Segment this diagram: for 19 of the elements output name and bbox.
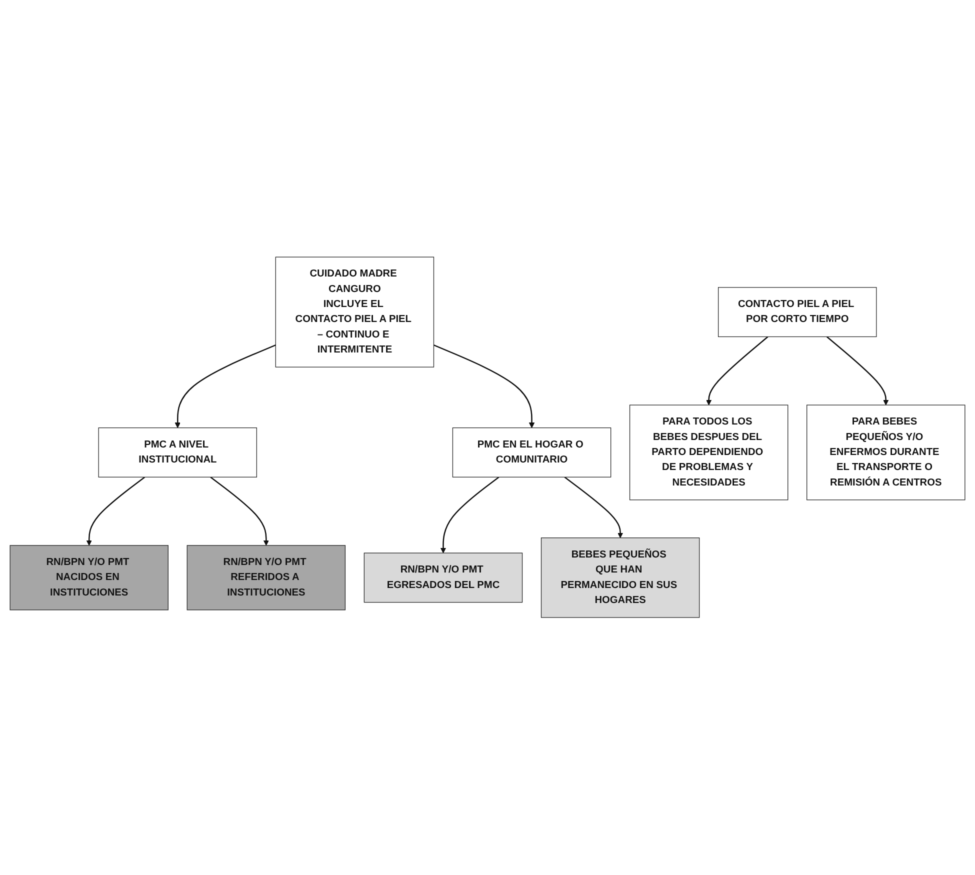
arrow xyxy=(564,476,624,538)
arrow xyxy=(210,476,269,546)
node-box xyxy=(275,256,434,368)
node-box xyxy=(452,428,612,478)
node-box xyxy=(806,404,966,500)
arrow xyxy=(440,476,500,554)
arrow xyxy=(174,344,276,428)
node-box xyxy=(10,545,168,610)
arrow xyxy=(706,336,768,406)
node-box xyxy=(629,404,788,500)
node-box xyxy=(718,287,877,338)
node-box xyxy=(364,552,523,603)
node-box xyxy=(186,545,346,610)
node-box xyxy=(540,538,700,618)
arrow xyxy=(434,344,535,428)
node-box xyxy=(98,428,257,478)
arrow xyxy=(826,336,889,406)
arrow xyxy=(86,476,146,546)
flowchart-diagram: CUIDADO MADRE CANGURO INCLUYE EL CONTACTO PIEL A PIEL – CONTINUO E INTERMITENTE PMC A NIVEL INSTITUCIONAL PMC EN EL HOGAR O COMUNITARIO RN/BPN Y/O PMT NACIDOS EN INSTITUCIONES RN/BPN Y/O PMT REFERIDOS A INSTITUCIONES RN/BPN Y/O PMT EGRESADOS DEL PMC BEBES PEQUEÑOS QUE HAN PERMANECIDO EN SUS HOGARES CONTACTO PIEL A PIEL POR CORTO TIEMPO PARA TODOS LOS BEBES DESPUES DEL PARTO DEPENDIENDO DE PROBLEMAS Y NECESIDADES PARA BEBES PEQUEÑOS Y/O ENFERMOS DURANTE EL TRANSPORTE O REMISIÓN A CENTROS xyxy=(5,252,970,623)
